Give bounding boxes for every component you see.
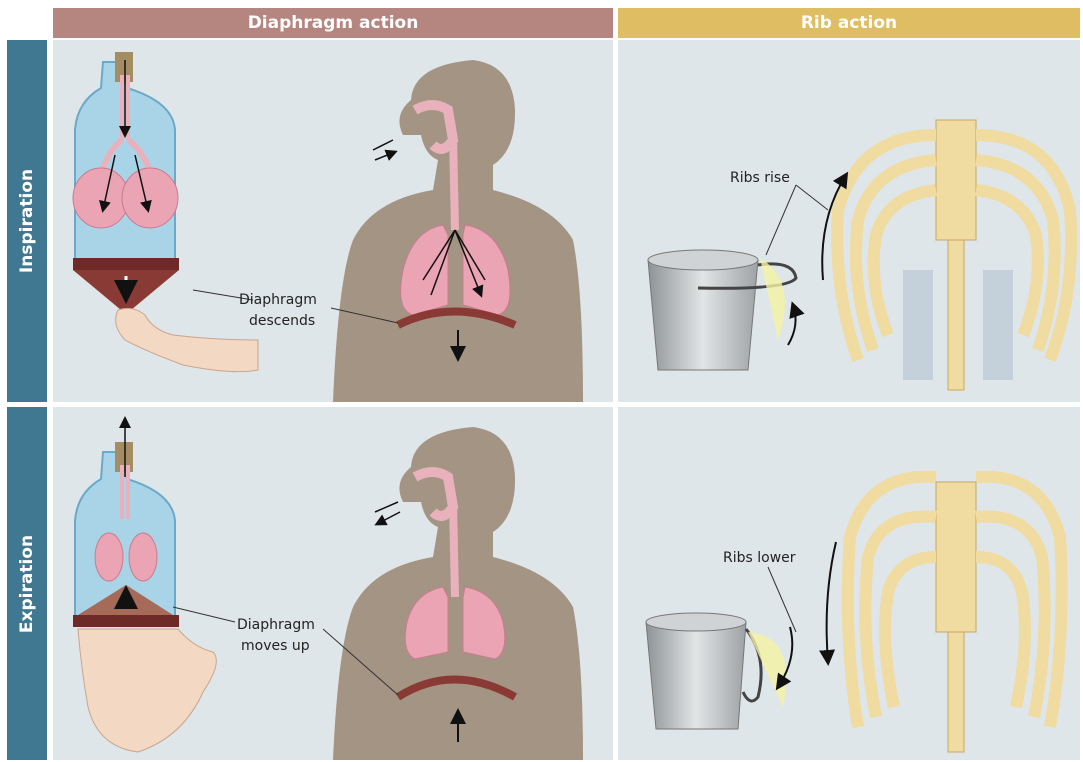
- inspiration-rib-panel: Ribs rise: [618, 40, 1080, 402]
- right-balloon-lung: [122, 168, 178, 228]
- moves-up-label: moves up: [241, 638, 310, 654]
- diaphragm-action-header: Diaphragm action: [53, 8, 613, 38]
- rib-cage: [822, 120, 1071, 390]
- human-silhouette: [333, 427, 583, 760]
- rib-cage: [827, 477, 1062, 752]
- diaphragm-label: Diaphragm: [239, 292, 317, 308]
- hand: [78, 629, 216, 752]
- bucket-model: [648, 250, 796, 370]
- hand: [116, 308, 258, 371]
- rib-action-header: Rib action: [618, 8, 1080, 38]
- expiration-rib-panel: Ribs lower: [618, 407, 1080, 760]
- inspiration-label-text: Inspiration: [17, 169, 37, 273]
- left-balloon-lung: [73, 168, 129, 228]
- bell-jar-model: [73, 419, 216, 752]
- expiration-diaphragm-panel: Diaphragm moves up: [53, 407, 613, 760]
- ribs-rise-label: Ribs rise: [730, 170, 790, 186]
- ribs-lower-label: Ribs lower: [723, 550, 796, 566]
- right-balloon-lung: [129, 533, 157, 581]
- inspiration-diaphragm-panel: Diaphragm descends: [53, 40, 613, 402]
- expiration-row-label: Expiration: [7, 407, 47, 760]
- bell-jar-model: [73, 52, 258, 372]
- bucket-model: [646, 613, 792, 729]
- descends-label: descends: [249, 313, 315, 329]
- human-silhouette: [333, 60, 583, 402]
- expiration-label-text: Expiration: [17, 534, 37, 632]
- inspiration-row-label: Inspiration: [7, 40, 47, 402]
- left-balloon-lung: [95, 533, 123, 581]
- diaphragm-label: Diaphragm: [237, 617, 315, 633]
